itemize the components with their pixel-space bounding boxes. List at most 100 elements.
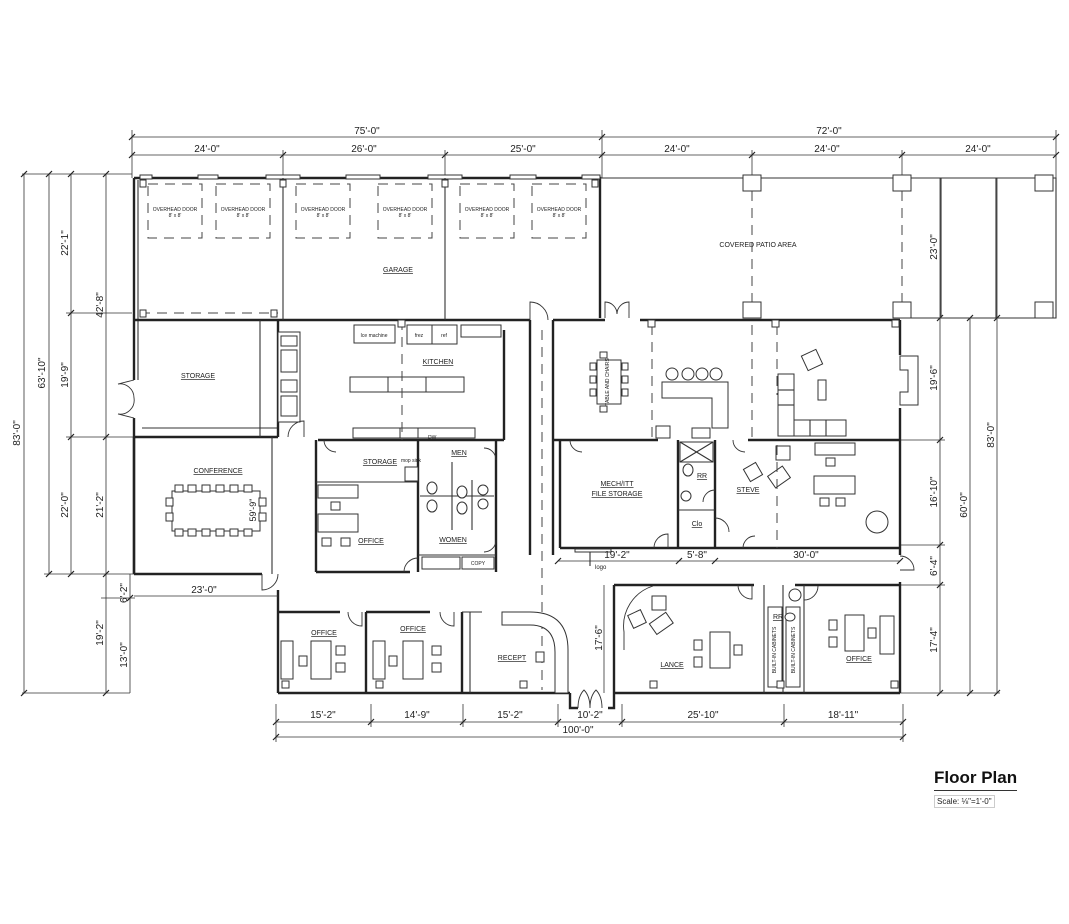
dim-left-22-1: 22'-1" <box>60 230 71 256</box>
room-label-steve: STEVE <box>737 487 760 494</box>
fixture-copy: COPY <box>471 561 486 567</box>
dim-right-16-10: 16'-10" <box>929 476 940 507</box>
patio-structure <box>604 174 1054 319</box>
overhead-door-size-6: 8' x 8' <box>553 213 566 219</box>
dim-top-seg-2: 26'-0" <box>351 144 377 155</box>
dim-bottom-seg-4: 10'-2" <box>577 710 603 721</box>
fixture-ice-machine: Ice machine <box>361 333 388 339</box>
dim-left-21-2: 21'-2" <box>95 492 106 518</box>
room-label-office-b1: OFFICE <box>311 630 337 637</box>
dim-bottom-seg-5: 25'-10" <box>687 710 718 721</box>
dim-bottom-overall: 100'-0" <box>562 725 593 736</box>
room-label-women: WOMEN <box>439 537 467 544</box>
top-dimension-lines <box>128 130 1060 178</box>
room-label-storage-small: STORAGE <box>363 459 397 466</box>
overhead-door-size-3: 8' x 8' <box>317 213 330 219</box>
room-label-conference: CONFERENCE <box>193 468 242 475</box>
fixture-freezer: frez <box>415 333 424 339</box>
room-label-men: MEN <box>451 450 467 457</box>
dim-patio-23: 23'-0" <box>929 234 940 260</box>
room-label-garage: GARAGE <box>383 267 413 274</box>
room-label-office-mid: OFFICE <box>358 538 384 545</box>
room-label-lance: LANCE <box>660 662 684 669</box>
room-label-recept: RECEPT <box>498 655 527 662</box>
overhead-door-size-4: 8' x 8' <box>399 213 412 219</box>
garage-structure <box>139 178 599 320</box>
dim-top-seg-3: 25'-0" <box>510 144 536 155</box>
room-label-covered-patio: COVERED PATIO AREA <box>719 242 796 249</box>
dim-left-83: 83'-0" <box>12 420 23 446</box>
dim-left-13-0: 13'-0" <box>119 642 130 668</box>
fixture-mop-sink: mop sink <box>401 458 422 464</box>
fixture-built-in-cabinets-2: BUILT-IN CABINETS <box>791 626 797 673</box>
dim-mid-30-0: 30'-0" <box>793 550 819 561</box>
dim-bottom-seg-3: 15'-2" <box>497 710 523 721</box>
dim-bottom-seg-6: 18'-11" <box>828 710 859 721</box>
dim-top-72: 72'-0" <box>816 126 842 137</box>
dim-right-60: 60'-0" <box>959 492 970 518</box>
fixture-built-in-cabinets-1: BUILT-IN CABINETS <box>772 626 778 673</box>
overhead-door-label-1: OVERHEAD DOOR <box>153 207 198 213</box>
overhead-door-size-1: 8' x 8' <box>169 213 182 219</box>
great-room <box>553 319 919 442</box>
right-dimension-lines <box>900 178 1001 697</box>
drawing-scale: Scale: ⅛"=1'-0" <box>934 795 995 808</box>
dim-left-19-9: 19'-9" <box>60 362 71 388</box>
conference-room <box>132 437 279 597</box>
overhead-doors <box>139 174 601 239</box>
left-dimension-lines <box>20 170 135 697</box>
room-label-clo: Clo <box>692 521 703 528</box>
dim-right-83: 83'-0" <box>986 422 997 448</box>
overhead-door-label-5: OVERHEAD DOOR <box>465 207 510 213</box>
dim-top-seg-1: 24'-0" <box>194 144 220 155</box>
dim-left-63-10: 63'-10" <box>37 357 48 388</box>
dim-conf-23: 23'-0" <box>191 585 217 596</box>
dim-right-19-6: 19'-6" <box>929 365 940 391</box>
overhead-door-label-2: OVERHEAD DOOR <box>221 207 266 213</box>
title-block: Floor Plan Scale: ⅛"=1'-0" <box>934 768 1018 809</box>
hallway <box>528 301 555 690</box>
bottom-right-offices <box>603 583 900 693</box>
dim-left-6-2: 6'-2" <box>119 583 130 603</box>
dim-bottom-seg-1: 15'-2" <box>310 710 336 721</box>
storage-room <box>117 318 278 437</box>
fixture-refrigerator: ref <box>441 333 447 339</box>
dim-mid-19-2: 19'-2" <box>604 550 630 561</box>
overhead-door-size-5: 8' x 8' <box>481 213 494 219</box>
drawing-title: Floor Plan <box>934 768 1018 791</box>
room-label-rr-lance: RR <box>773 614 783 621</box>
dim-left-42-8: 42'-8" <box>95 292 106 318</box>
kitchen-room <box>276 319 506 442</box>
room-label-office-br: OFFICE <box>846 656 872 663</box>
fixture-table-chairs: TABLE AND CHAIRS <box>605 358 611 406</box>
reception <box>501 611 603 709</box>
bottom-left-offices <box>278 610 528 693</box>
center-rooms <box>314 439 498 574</box>
mid-dimension-lines <box>554 557 904 565</box>
dim-top-seg-5: 24'-0" <box>814 144 840 155</box>
dim-top-seg-6: 24'-0" <box>965 144 991 155</box>
fixture-logo: logo <box>595 565 607 571</box>
dim-right-17-4: 17'-4" <box>929 627 940 653</box>
room-label-rr-steve: RR <box>697 473 707 480</box>
mech-and-steve-rooms <box>558 439 900 566</box>
overhead-door-label-3: OVERHEAD DOOR <box>301 207 346 213</box>
fixture-dishwasher: DW <box>428 435 437 441</box>
dim-top-75: 75'-0" <box>354 126 380 137</box>
overhead-door-size-2: 8' x 8' <box>237 213 250 219</box>
dim-right-6-4: 6'-4" <box>929 556 940 576</box>
dim-left-22-0: 22'-0" <box>60 492 71 518</box>
overhead-door-label-6: OVERHEAD DOOR <box>537 207 582 213</box>
dim-lance-17-6: 17'-6" <box>594 625 605 651</box>
overhead-door-label-4: OVERHEAD DOOR <box>383 207 428 213</box>
room-label-kitchen: KITCHEN <box>423 359 454 366</box>
bottom-dimension-lines <box>272 704 907 742</box>
room-label-office-b2: OFFICE <box>400 626 426 633</box>
room-label-storage-left: STORAGE <box>181 373 215 380</box>
room-label-mech: MECH/ITT <box>600 481 634 488</box>
dim-top-seg-4: 24'-0" <box>664 144 690 155</box>
dim-conf-59-9: 59'-9" <box>248 499 258 522</box>
dim-bottom-seg-2: 14'-9" <box>404 710 430 721</box>
dim-left-19-2: 19'-2" <box>95 620 106 646</box>
